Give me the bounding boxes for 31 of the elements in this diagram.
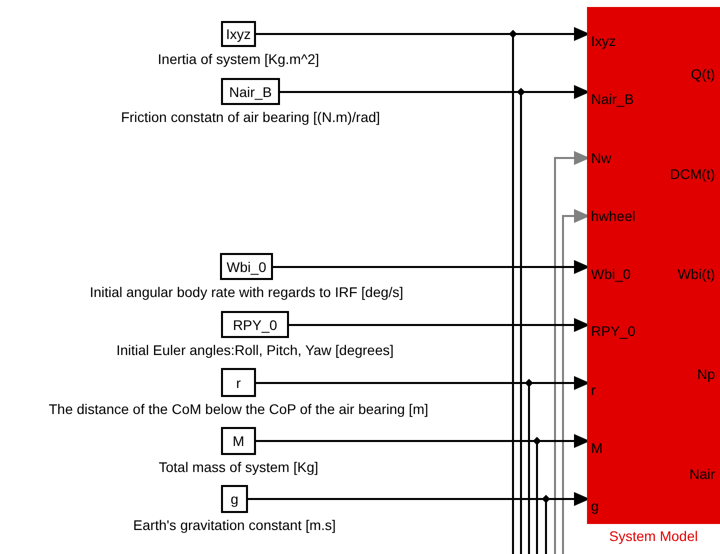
input-port-label: hwheel [591, 208, 636, 224]
output-port-label: Q(t) [690, 66, 715, 82]
input-port-label: Ixyz [591, 33, 616, 49]
output-port-label: DCM(t) [670, 166, 715, 182]
constant-block: M [221, 427, 256, 455]
constant-block: r [221, 368, 256, 397]
input-port-label: r [591, 382, 596, 398]
output-port-label: Wbi(t) [678, 266, 715, 282]
constant-block: Ixyz [221, 21, 256, 47]
input-port-label: g [591, 498, 599, 514]
constant-block: Nair_B [221, 78, 280, 105]
block-caption: Earth's gravitation constant [m.s] [133, 517, 336, 533]
block-caption: Initial angular body rate with regards to IRF [deg/s] [90, 284, 404, 300]
branch-line [248, 495, 549, 554]
constant-block: RPY_0 [221, 311, 289, 338]
block-caption: The distance of the CoM below the CoP of the air bearing [m] [48, 401, 428, 417]
block-caption: Initial Euler angles:Roll, Pitch, Yaw [degrees] [116, 342, 394, 358]
block-caption: Total mass of system [Kg] [158, 459, 318, 475]
output-port-label: Nair [689, 466, 715, 482]
input-port-label: Nw [591, 150, 612, 166]
input-port-label: Wbi_0 [591, 266, 631, 282]
input-port-label: M [591, 440, 603, 456]
block-caption: Inertia of system [Kg.m^2] [158, 51, 320, 67]
input-port-label: RPY_0 [591, 323, 636, 339]
block-caption: Friction constatn of air bearing [(N.m)/rad] [120, 109, 380, 125]
branch-line [256, 437, 540, 554]
block-title: System Model [608, 528, 699, 544]
constant-block: Wbi_0 [220, 253, 273, 280]
output-port-label: Np [697, 366, 715, 382]
input-port-label: Nair_B [591, 91, 634, 107]
constant-block: g [221, 485, 248, 513]
